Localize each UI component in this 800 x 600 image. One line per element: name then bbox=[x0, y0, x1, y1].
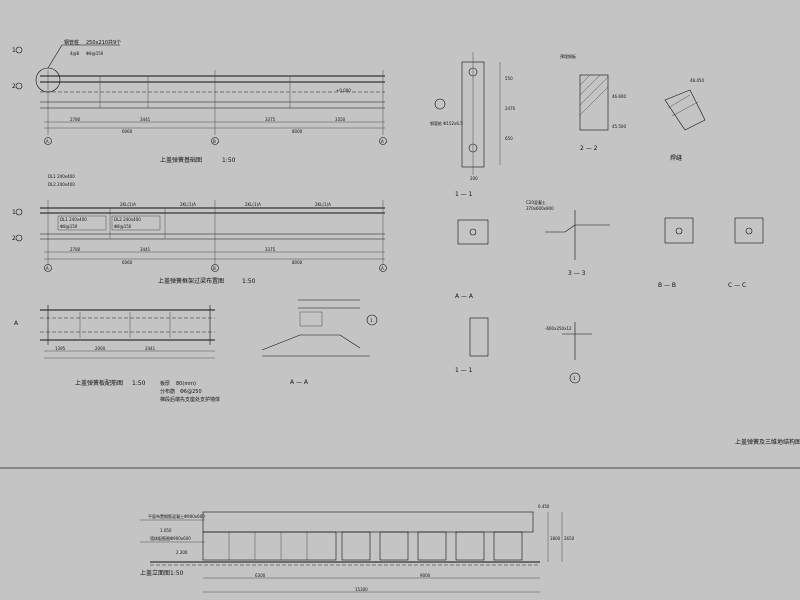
beam-tag-3: 2KL(1)A bbox=[245, 202, 261, 207]
axis-a-3: A bbox=[46, 266, 49, 271]
note-rebar: 分布筋 bbox=[160, 388, 175, 395]
pile-spacing: Φ8@150 bbox=[86, 51, 104, 56]
note-steel-plate: -600x250x12 bbox=[545, 326, 572, 331]
elev-3: 48.450 bbox=[690, 78, 704, 83]
note-size: 370x600x900 bbox=[526, 206, 554, 211]
slab-rebar-plan: A 1395 2060 2441 上盖弹簧板配筋图 1:50 板厚 80(mm)… bbox=[14, 305, 220, 403]
beam-tag-1: 2KL(1)A bbox=[120, 202, 136, 207]
sheet-title: 上盖弹簧及三维地结构图 bbox=[735, 438, 800, 446]
note-pile: 钢管桩 Φ152x6.5 bbox=[430, 120, 463, 126]
axis-a-label-c: A bbox=[14, 320, 19, 327]
beam-inner-note-2: DL2 240x400 bbox=[114, 217, 141, 222]
dim-v: 2.200 bbox=[176, 550, 188, 555]
section-a-a-right: A — A bbox=[455, 293, 474, 300]
section-a-a-left: 1 A — A bbox=[261, 299, 378, 386]
dim-c3: 2441 bbox=[145, 346, 156, 351]
note-concrete: C20混凝土 bbox=[526, 199, 546, 205]
elevation-scale: 1:50 bbox=[170, 570, 184, 577]
dim-2470: 2470 bbox=[505, 106, 516, 111]
dim-a3: 3375 bbox=[265, 117, 276, 122]
pile-count: 共9个 bbox=[108, 39, 121, 46]
dim-550: 550 bbox=[505, 76, 513, 81]
axis-2-label-b: 2 bbox=[12, 235, 16, 242]
beam-inner-note-1: DL1 240x400 bbox=[60, 217, 87, 222]
detail-callout-title: 焊缝 bbox=[670, 154, 682, 162]
note-rebar-val: Φ6@250 bbox=[180, 389, 202, 395]
pile-len: 4@8 bbox=[70, 51, 80, 56]
section-b-b-title: B — B bbox=[658, 282, 676, 289]
dim-b3: 3375 bbox=[265, 247, 276, 252]
detail-callout-1: 1 bbox=[370, 318, 373, 323]
axis-2-label-a: 2 bbox=[12, 83, 16, 90]
elev-1: 46.600 bbox=[612, 94, 626, 99]
dim-h1: 1800 bbox=[550, 536, 561, 541]
axis-a-4: A bbox=[381, 266, 384, 271]
pile-size: 250x210 bbox=[86, 40, 108, 46]
section-c-c-title: C — C bbox=[728, 282, 746, 289]
dim-a2: 3441 bbox=[140, 117, 151, 122]
dim-b1: 2780 bbox=[70, 247, 81, 252]
elev-label-top: 平面布置钢筋混凝土Φ900x600 bbox=[148, 513, 205, 519]
note-plate: 预埋钢板 bbox=[560, 53, 576, 59]
section-1-1-title: 1 — 1 bbox=[455, 191, 473, 198]
dim-a1: 2780 bbox=[70, 117, 81, 122]
beam-tag-2: 2KL(1)A bbox=[180, 202, 196, 207]
axis-b-2: B bbox=[213, 266, 216, 271]
dim-b-total2: 8000 bbox=[292, 260, 303, 265]
elevation-title: 上盖立面图 bbox=[140, 569, 170, 577]
beam-inner-spacing-2: Φ8@150 bbox=[114, 224, 132, 229]
dim-right: 9000 bbox=[420, 573, 431, 578]
elev-mark: 1.050 bbox=[160, 528, 172, 533]
scale-beam-plan: 1:50 bbox=[242, 278, 256, 285]
axis-a-1: A bbox=[46, 139, 49, 144]
title-beam-plan: 上盖弹簧框架过梁布置图 bbox=[158, 277, 224, 285]
dim-total2: 8000 bbox=[292, 129, 303, 134]
title-foundation: 上盖弹簧基础图 bbox=[160, 156, 202, 164]
dim-c2: 2060 bbox=[95, 346, 106, 351]
detail-circle: 1 bbox=[573, 376, 576, 381]
beam-note-2: DL2 240x400 bbox=[48, 182, 75, 187]
column-details: 550 2470 650 200 钢管桩 Φ152x6.5 1 — 1 46.6… bbox=[430, 52, 800, 446]
note-extra: 梯段后端先支座处支护墙体 bbox=[160, 396, 220, 403]
dim-h2: 2650 bbox=[564, 536, 575, 541]
elevation-mark: +0.000 bbox=[336, 88, 351, 93]
dim-b-total1: 6060 bbox=[122, 260, 133, 265]
beam-inner-spacing-1: Φ8@150 bbox=[60, 224, 78, 229]
dim-a4: 3350 bbox=[335, 117, 346, 122]
section-3-3-title: 3 — 3 bbox=[568, 270, 586, 277]
pile-label: 钢管桩 bbox=[64, 39, 79, 46]
dim-left: 6300 bbox=[255, 573, 266, 578]
elev-label-mid: 墙体配筋图Φ900x600 bbox=[150, 535, 191, 541]
axis-1-label-b: 1 bbox=[12, 209, 16, 216]
elevation-view: 平面布置钢筋混凝土Φ900x600 墙体配筋图Φ900x600 1.050 上盖… bbox=[140, 504, 575, 593]
scale-slab: 1:50 bbox=[132, 380, 146, 387]
foundation-plan: 钢管桩 250x210 共9个 4@8 Φ8@150 1 2 +0.000 27… bbox=[12, 39, 387, 164]
dim-c1: 1395 bbox=[55, 346, 66, 351]
scale-foundation: 1:50 bbox=[222, 157, 236, 164]
section-1-1-b-title: 1 — 1 bbox=[455, 367, 473, 374]
title-slab: 上盖弹簧板配筋图 bbox=[75, 379, 123, 387]
elev-top-mark: 0.450 bbox=[538, 504, 550, 509]
dim-total1: 6060 bbox=[122, 129, 133, 134]
beam-plan: 1 2 DL1 240x400 DL2 240x400 2KL(1)A 2KL(… bbox=[12, 174, 387, 285]
note-slab-val: 80(mm) bbox=[176, 381, 196, 387]
beam-note-1: DL1 240x400 bbox=[48, 174, 75, 179]
axis-1-label-a: 1 bbox=[12, 47, 16, 54]
dim-650: 650 bbox=[505, 136, 513, 141]
beam-tag-4: 2KL(1)A bbox=[315, 202, 331, 207]
dim-200: 200 bbox=[470, 176, 478, 181]
dim-b2: 3441 bbox=[140, 247, 151, 252]
axis-b-1: B bbox=[213, 139, 216, 144]
section-a-a-title: A — A bbox=[290, 379, 309, 386]
elev-2: 45.500 bbox=[612, 124, 626, 129]
section-2-2-title: 2 — 2 bbox=[580, 145, 598, 152]
note-slab: 板厚 bbox=[160, 380, 170, 387]
axis-a-2: A bbox=[381, 139, 384, 144]
dim-total: 15300 bbox=[355, 587, 368, 592]
